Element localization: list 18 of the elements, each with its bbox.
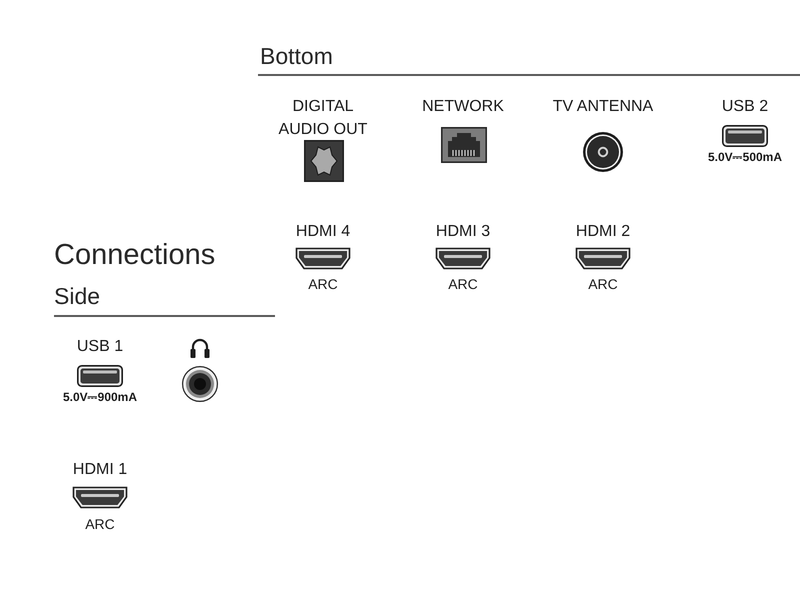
port-note: ARC bbox=[308, 276, 338, 293]
port-note: ARC bbox=[448, 276, 478, 293]
power-rating: 5.0V⎓900mA bbox=[62, 390, 138, 405]
section-heading: Side bbox=[54, 283, 100, 310]
port-label: HDMI 2 bbox=[576, 222, 630, 242]
port-label: HDMI 4 bbox=[296, 222, 350, 242]
port-note: ARC bbox=[85, 516, 115, 533]
port-label: NETWORK bbox=[422, 97, 504, 117]
port-label: DIGITAL AUDIO OUT bbox=[278, 97, 368, 140]
port-note: ARC bbox=[588, 276, 618, 293]
port-label: TV ANTENNA bbox=[552, 97, 654, 117]
section-heading: Bottom bbox=[260, 43, 333, 70]
port-label: USB 2 bbox=[722, 97, 768, 117]
port-label: USB 1 bbox=[76, 337, 124, 357]
port-label: HDMI 1 bbox=[72, 460, 128, 480]
power-rating: 5.0V⎓500mA bbox=[708, 150, 782, 165]
port-label: HDMI 3 bbox=[436, 222, 490, 242]
title: Connections bbox=[54, 238, 216, 272]
